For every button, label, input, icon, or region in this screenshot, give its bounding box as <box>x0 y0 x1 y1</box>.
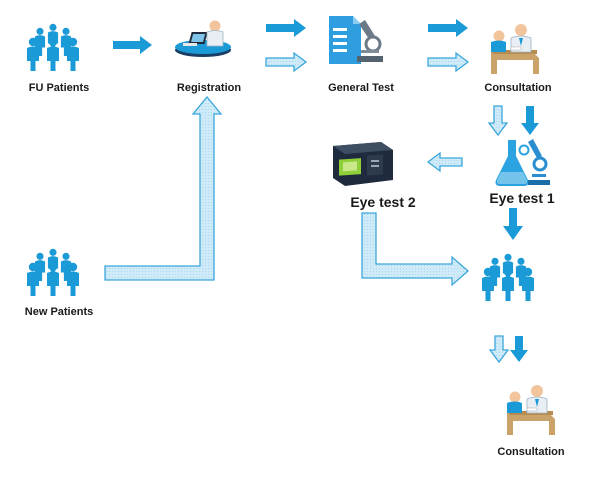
registration-node <box>175 20 231 57</box>
arrow-eye-test-1-to-patients <box>503 208 523 240</box>
flask-microscope-icon <box>495 139 550 186</box>
merged-patients-node <box>482 254 534 301</box>
patient-group-icon <box>27 24 79 71</box>
arrow-registration-to-general-test-hollow <box>265 51 308 73</box>
lab-test-icon <box>329 16 383 64</box>
doctor-desk-icon <box>490 23 540 75</box>
patient-group-icon <box>482 254 534 301</box>
fu-patients-node <box>27 24 79 71</box>
consultation-top-label: Consultation <box>484 82 551 94</box>
arrow-eye-test-1-to-eye-test-2 <box>426 151 463 173</box>
eye-test-1-node <box>495 139 550 186</box>
doctor-desk-icon <box>506 384 556 436</box>
arrow-patients-to-consultation-solid <box>510 336 528 362</box>
arrow-fu-to-registration <box>113 36 152 54</box>
arrow-eye-test-2-to-patients <box>361 212 469 287</box>
eye-scanner-icon <box>333 142 393 186</box>
fu-patients-label: FU Patients <box>29 82 90 94</box>
patient-group-icon <box>27 249 79 296</box>
arrow-consultation-to-eye-test-1-hollow <box>487 105 509 137</box>
arrow-new-patients-to-registration <box>104 95 223 281</box>
arrow-general-test-to-consultation-hollow <box>427 51 470 73</box>
general-test-label: General Test <box>328 82 394 94</box>
consultation-bottom-node <box>506 384 556 436</box>
registration-desk-icon <box>175 20 231 57</box>
eye-test-2-label: Eye test 2 <box>350 194 416 210</box>
arrow-general-test-to-consultation-solid <box>428 19 468 37</box>
new-patients-node <box>27 249 79 296</box>
consultation-bottom-label: Consultation <box>497 446 564 458</box>
arrow-patients-to-consultation-hollow <box>488 335 510 364</box>
arrow-registration-to-general-test-solid <box>266 19 306 37</box>
new-patients-label: New Patients <box>25 306 93 318</box>
registration-label: Registration <box>177 82 241 94</box>
general-test-node <box>329 16 383 64</box>
arrow-consultation-to-eye-test-1-solid <box>521 106 539 135</box>
eye-test-2-node <box>333 142 393 186</box>
consultation-top-node <box>490 23 540 75</box>
eye-test-1-label: Eye test 1 <box>489 190 555 206</box>
